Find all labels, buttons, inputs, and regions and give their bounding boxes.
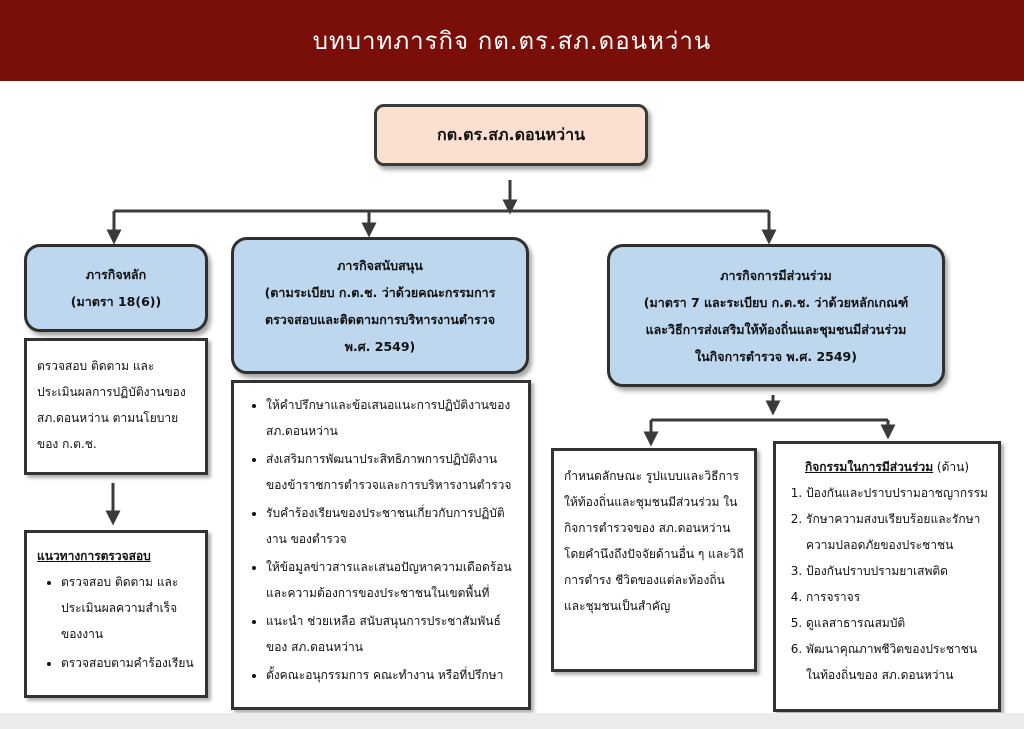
support-mission-title: ภารกิจสนับสนุน (337, 257, 423, 273)
support-item: แนะนำ ช่วยเหลือ สนับสนุนการประชาสัมพันธ์… (266, 609, 512, 660)
participation-mission-subtitle-line: ในกิจการตำรวจ พ.ศ. 2549) (695, 348, 857, 364)
activity-item: ดูแลสาธารณสมบัติ (806, 610, 990, 636)
support-item: ให้ข้อมูลข่าวสารและเสนอปัญหาความเดือดร้อ… (266, 555, 512, 606)
participation-mission-subtitle-line: และวิธีการส่งเสริมให้ท้องถิ่นและชุมชนมีส… (645, 321, 907, 337)
footer-strip (0, 713, 1024, 729)
guideline-title: แนวทางการตรวจสอบ (37, 549, 151, 563)
support-item: ส่งเสริมการพัฒนาประสิทธิภาพการปฏิบัติงาน… (266, 447, 512, 498)
guideline-item: ตรวจสอบตามคำร้องเรียน (61, 650, 195, 676)
activity-item: ป้องกันปราบปรามยาเสพติด (806, 558, 990, 584)
participation-detail: กำหนดลักษณะ รูปแบบและวิธีการให้ท้องถิ่นแ… (551, 448, 757, 672)
support-mission-subtitle-line: (ตามระเบียบ ก.ต.ช. ว่าด้วยคณะกรรมการ (264, 284, 496, 300)
support-mission-node: ภารกิจสนับสนุน (ตามระเบียบ ก.ต.ช. ว่าด้ว… (231, 237, 529, 374)
support-mission-subtitle-line: พ.ศ. 2549) (344, 338, 416, 354)
root-label: กต.ตร.สภ.ดอนหว่าน (437, 124, 585, 144)
participation-mission-subtitle-line: (มาตรา 7 และระเบียบ ก.ต.ช. ว่าด้วยหลักเก… (643, 294, 909, 310)
main-mission-subtitle: (มาตรา 18(6)) (70, 294, 162, 309)
activity-item: การจราจร (806, 584, 990, 610)
main-mission-detail: ตรวจสอบ ติดตาม และประเมินผลการปฏิบัติงาน… (24, 338, 208, 475)
support-item: ให้คำปรึกษาและข้อเสนอแนะการปฏิบัติงานของ… (266, 393, 512, 444)
activity-item: รักษาความสงบเรียบร้อยและรักษาความปลอดภัย… (806, 506, 990, 558)
main-mission-node: ภารกิจหลัก (มาตรา 18(6)) (24, 244, 208, 332)
activities-suffix: (ด้าน) (933, 460, 970, 474)
main-mission-detail-text: ตรวจสอบ ติดตาม และประเมินผลการปฏิบัติงาน… (37, 359, 186, 451)
activity-item: พัฒนาคุณภาพชีวิตของประชาชนในท้องถิ่นของ … (806, 636, 990, 688)
activity-item: ป้องกันและปราบปรามอาชญากรรม (806, 480, 990, 506)
main-mission-title: ภารกิจหลัก (85, 267, 147, 282)
title-banner: บทบาทภารกิจ กต.ตร.สภ.ดอนหว่าน (0, 0, 1024, 81)
support-mission-detail: ให้คำปรึกษาและข้อเสนอแนะการปฏิบัติงานของ… (231, 380, 531, 710)
page-title: บทบาทภารกิจ กต.ตร.สภ.ดอนหว่าน (312, 27, 712, 55)
root-node: กต.ตร.สภ.ดอนหว่าน (374, 104, 648, 166)
participation-mission-node: ภารกิจการมีส่วนร่วม (มาตรา 7 และระเบียบ … (607, 244, 945, 387)
guideline-box: แนวทางการตรวจสอบ ตรวจสอบ ติดตาม และประเม… (24, 530, 208, 698)
guideline-item: ตรวจสอบ ติดตาม และประเมินผลความสำเร็จของ… (61, 569, 195, 647)
participation-mission-title: ภารกิจการมีส่วนร่วม (720, 267, 832, 283)
support-mission-subtitle-line: ตรวจสอบและติดตามการบริหารงานตำรวจ (264, 311, 496, 327)
participation-activities: กิจกรรมในการมีส่วนร่วม (ด้าน) ป้องกันและ… (773, 441, 1001, 712)
support-item: รับคำร้องเรียนของประชาชนเกี่ยวกับการปฏิบ… (266, 501, 512, 552)
activities-title: กิจกรรมในการมีส่วนร่วม (804, 460, 934, 474)
participation-detail-text: กำหนดลักษณะ รูปแบบและวิธีการให้ท้องถิ่นแ… (564, 469, 744, 613)
support-item: ตั้งคณะอนุกรรมการ คณะทำงาน หรือที่ปรึกษา (266, 663, 512, 689)
